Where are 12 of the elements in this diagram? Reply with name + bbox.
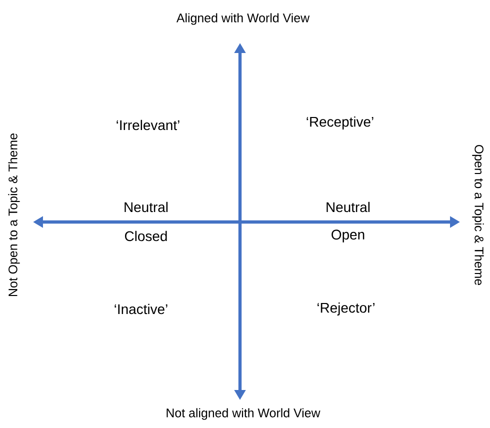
axis-tick-label: Neutral — [124, 202, 168, 212]
axis-label: Not Open to a Topic & Theme — [8, 134, 20, 296]
axis-label: Aligned with World View — [176, 13, 310, 25]
axis-tick-label: Open — [332, 230, 364, 242]
quadrant-label: ‘Irrelevant’ — [116, 120, 180, 130]
axis-tick-label: Neutral — [326, 202, 370, 212]
quadrant-label: ‘Receptive’ — [306, 116, 374, 130]
quadrant-label: ‘Inactive’ — [114, 304, 168, 314]
axis-label: Open to a Topic & Theme — [472, 145, 484, 286]
axis-label: Not aligned with World View — [166, 408, 320, 420]
quadrant-label: ‘Rejector’ — [318, 302, 374, 316]
axis-tick-label: Closed — [125, 230, 167, 242]
